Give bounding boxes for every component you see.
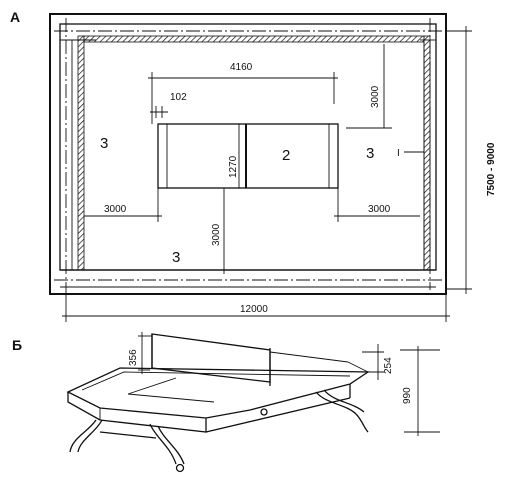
dim-table-height-text: 990: [402, 387, 413, 404]
dim-hall-length: 12000: [62, 290, 450, 322]
dim-net-width: 4160: [148, 62, 338, 124]
zone-label-left: 3: [100, 135, 108, 152]
dim-top-height: 356: [128, 332, 152, 374]
dim-net-width-text: 4160: [230, 62, 253, 73]
panel-label-a: А: [10, 9, 20, 25]
dim-net-post: 254: [362, 344, 394, 380]
dim-left-clearance: 3000: [84, 188, 162, 222]
section-marker: I: [397, 148, 424, 159]
dim-table-height: 990: [400, 346, 440, 436]
dim-bottom-clearance-text: 3000: [211, 223, 222, 246]
dim-right-clearance-text: 3000: [368, 204, 391, 215]
dim-line-width: 102: [150, 92, 187, 118]
section-marker-text: I: [397, 148, 400, 159]
dim-bottom-clearance: 3000: [211, 187, 230, 274]
dim-top-height-text: 356: [128, 349, 139, 366]
dim-net-post-text: 254: [383, 357, 394, 374]
table-plan: [157, 123, 339, 189]
dim-top-clearance: 3000: [346, 44, 392, 129]
dim-left-clearance-text: 3000: [104, 204, 127, 215]
dim-top-clearance-text: 3000: [370, 85, 381, 108]
dim-hall-width-text: 7500 - 9000: [486, 142, 497, 196]
zone-label-bottom: 3: [172, 249, 180, 266]
dim-net-height: 1270: [228, 124, 240, 188]
hatched-walls: [77, 35, 431, 271]
dim-line-width-text: 102: [170, 92, 187, 103]
dim-net-height-text: 1270: [228, 155, 239, 178]
table-perspective: [66, 333, 371, 473]
dim-right-clearance: 3000: [334, 188, 420, 222]
panel-label-b: Б: [12, 337, 22, 353]
zone-label-table: 2: [282, 147, 290, 164]
dim-hall-width: 7500 - 9000: [446, 26, 497, 294]
dim-hall-length-text: 12000: [240, 304, 268, 315]
zone-label-right: 3: [366, 145, 374, 162]
hall-outline: [49, 13, 447, 295]
